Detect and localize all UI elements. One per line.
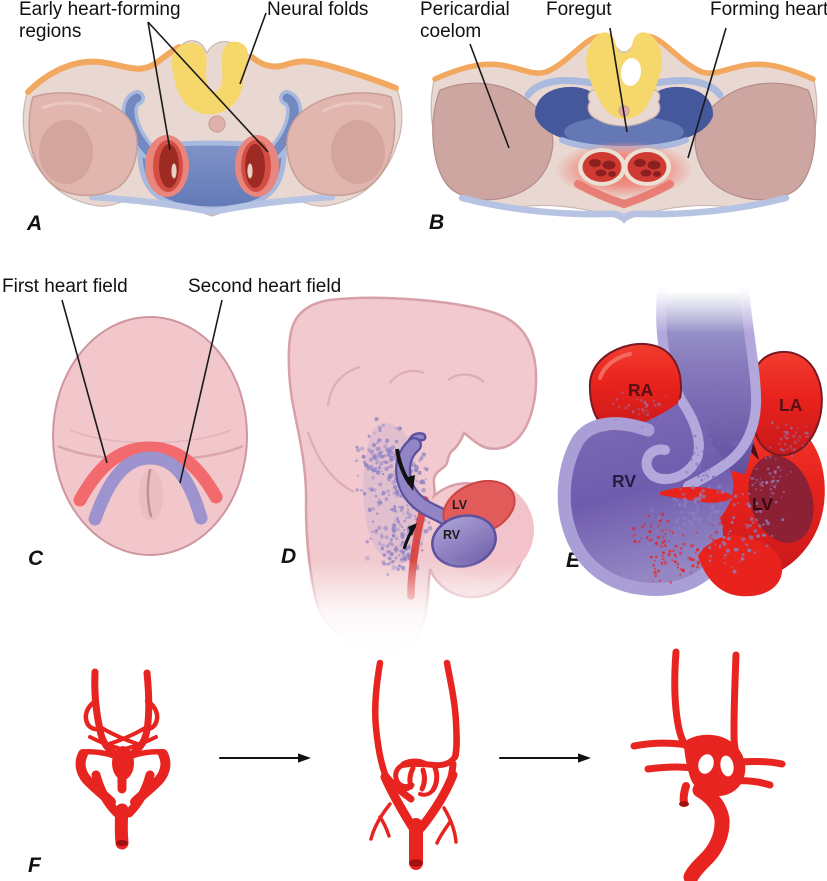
svg-text:LA: LA [779, 395, 803, 415]
svg-text:Neural folds: Neural folds [267, 0, 368, 20]
svg-text:LV: LV [452, 498, 468, 512]
svg-text:Foregut: Foregut [546, 0, 612, 20]
svg-text:F: F [28, 854, 42, 877]
svg-text:First heart field: First heart field [2, 276, 128, 297]
svg-text:Early heart-forming: Early heart-forming [19, 0, 181, 20]
svg-text:B: B [429, 211, 444, 234]
svg-text:A: A [26, 212, 42, 235]
svg-text:RA: RA [628, 380, 654, 400]
svg-text:Pericardial: Pericardial [420, 0, 510, 20]
svg-text:C: C [28, 547, 44, 570]
svg-text:RV: RV [612, 471, 636, 491]
svg-text:coelom: coelom [420, 21, 481, 42]
svg-text:RV: RV [443, 528, 461, 542]
svg-text:Second heart field: Second heart field [188, 276, 341, 297]
svg-text:regions: regions [19, 21, 81, 42]
svg-text:LV: LV [752, 494, 773, 514]
svg-text:Forming heart: Forming heart [710, 0, 827, 20]
